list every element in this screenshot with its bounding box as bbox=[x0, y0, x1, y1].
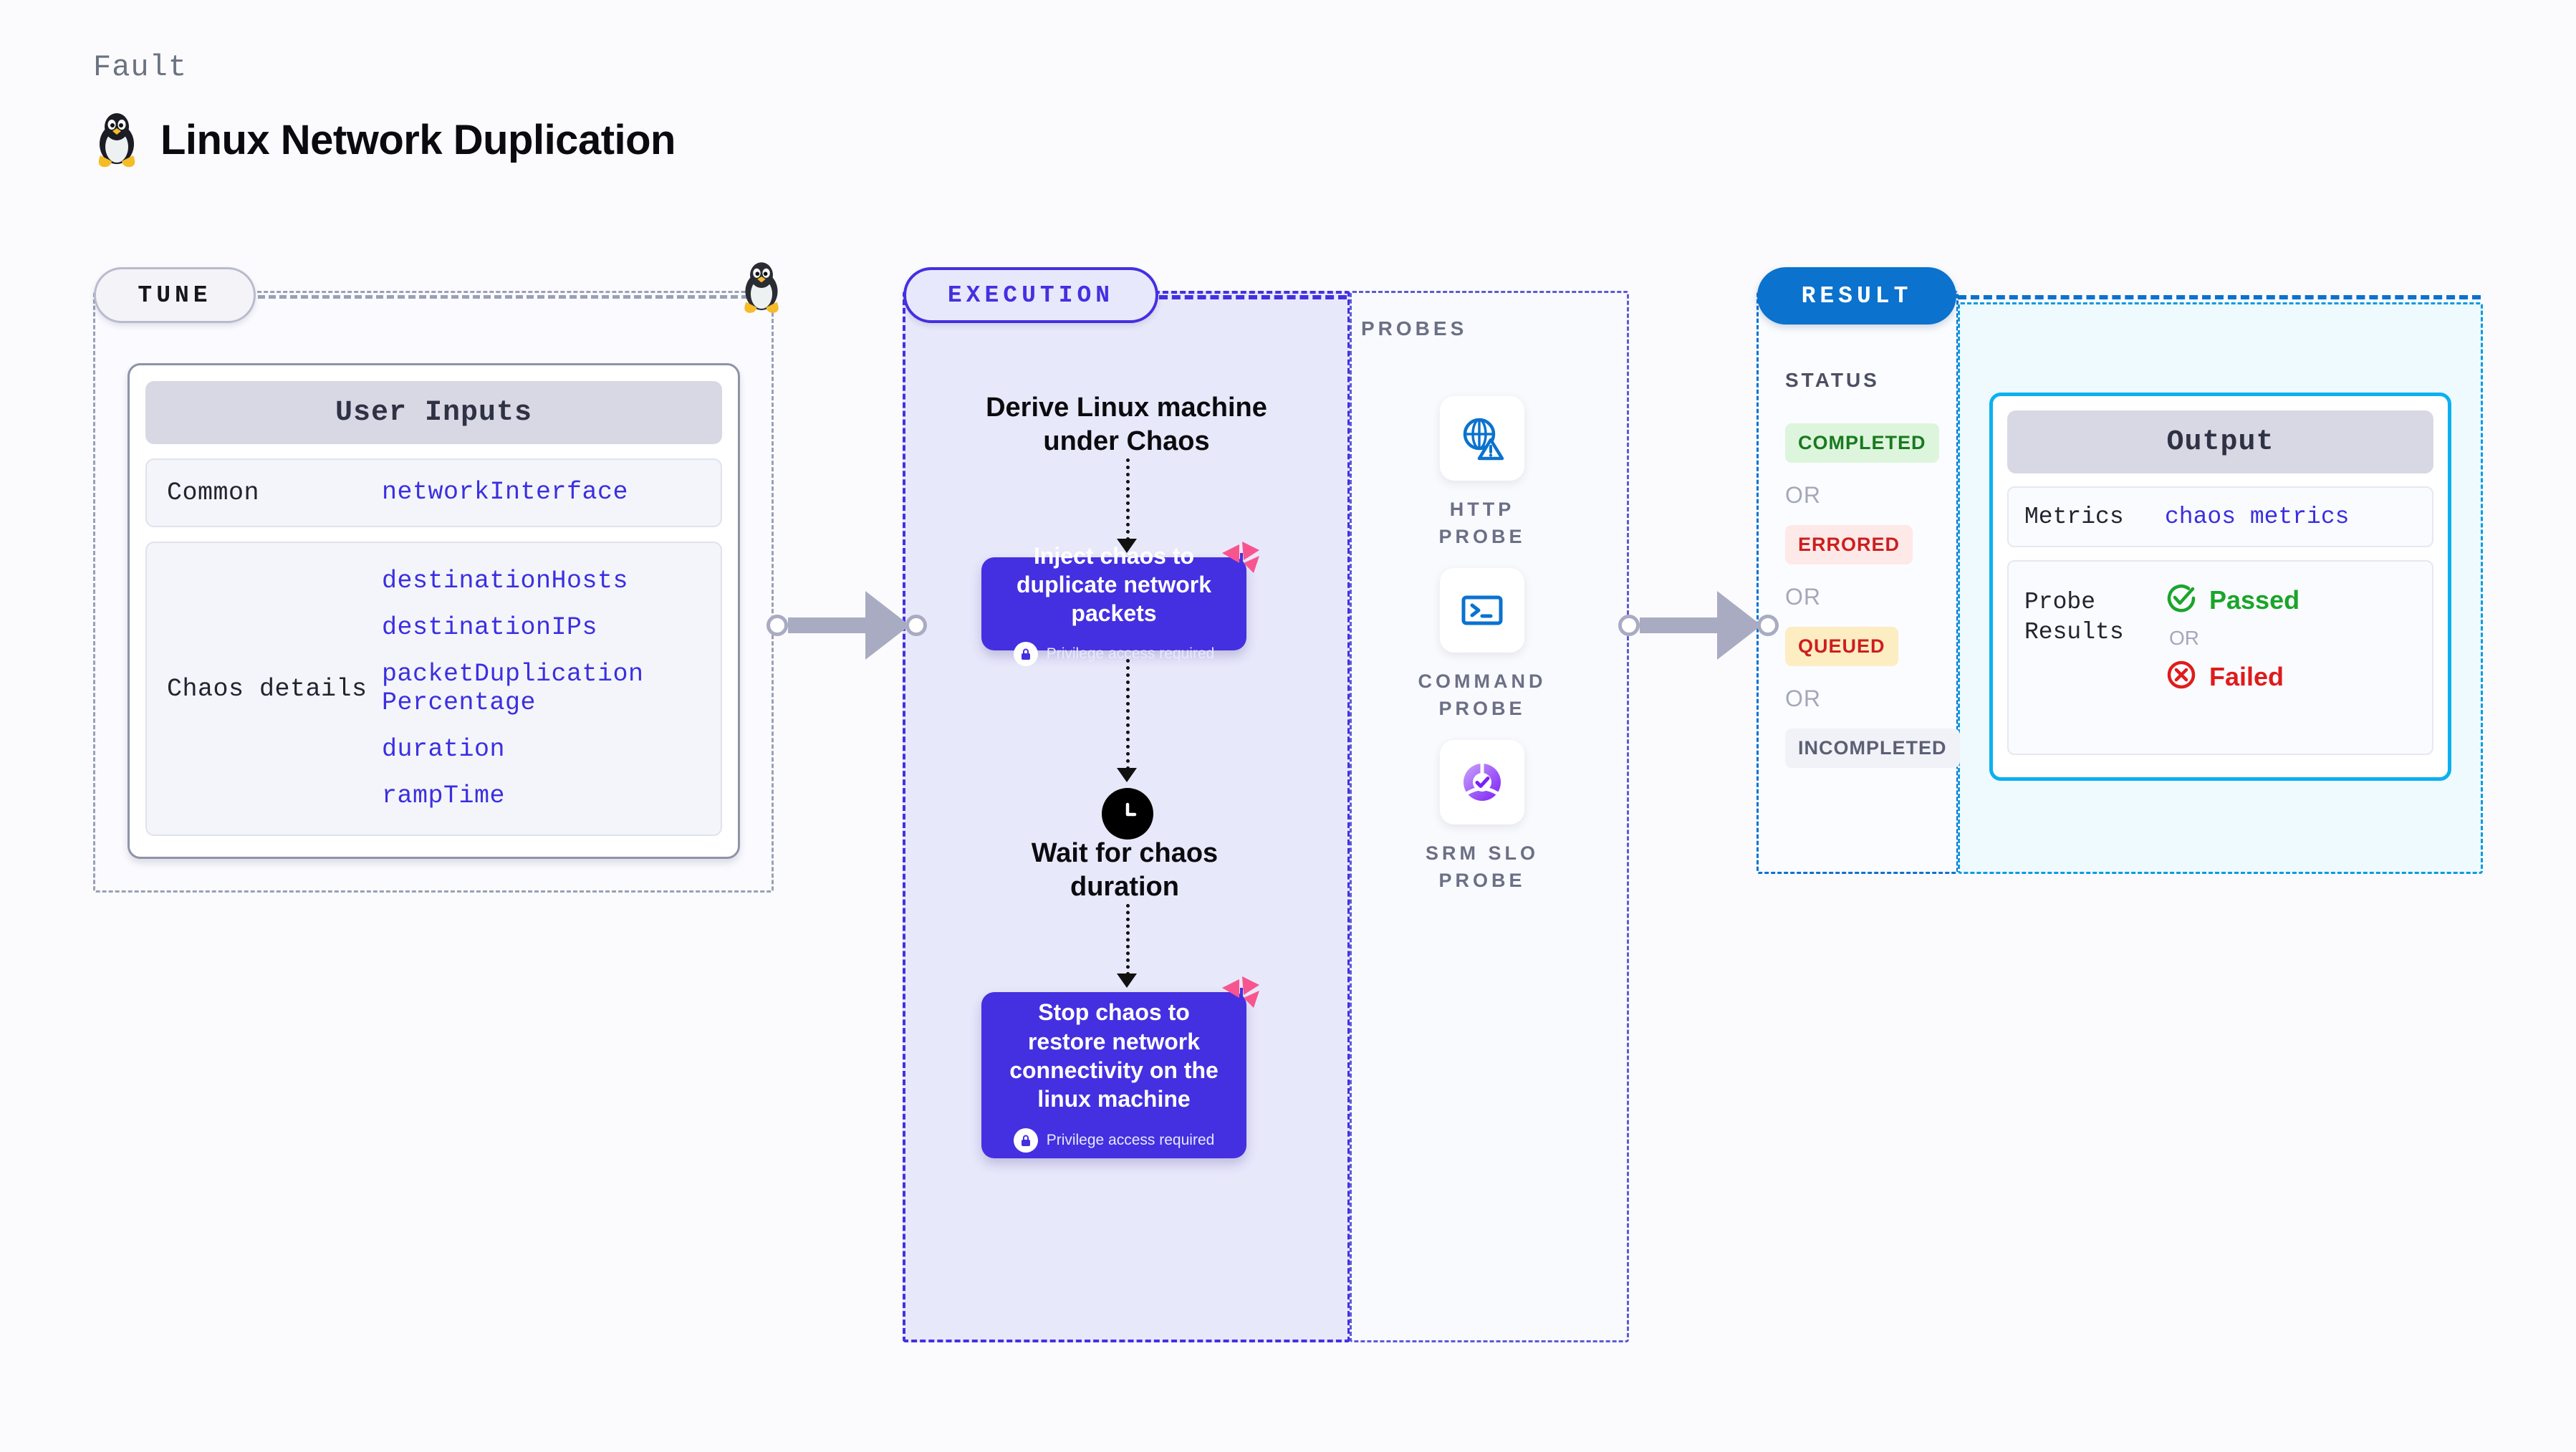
flow-connector-3 bbox=[1126, 904, 1130, 976]
litmus-logo-icon bbox=[1218, 973, 1262, 1020]
probe-http[interactable]: HTTP PROBE bbox=[1418, 396, 1547, 551]
flow-arrow-1 bbox=[1117, 539, 1137, 553]
tune-row-values: networkInterface bbox=[382, 479, 628, 506]
connector-tune-to-execution bbox=[766, 591, 927, 660]
tune-value[interactable]: destinationIPs bbox=[382, 613, 598, 643]
page-kicker: Fault bbox=[93, 50, 188, 85]
connector-bar bbox=[788, 617, 867, 633]
tune-value[interactable]: destinationHosts bbox=[382, 567, 629, 595]
status-label: STATUS bbox=[1785, 369, 1880, 391]
tune-value[interactable]: packetDuplicationPercentage bbox=[382, 660, 644, 717]
tune-value[interactable]: rampTime bbox=[382, 781, 506, 810]
inject-chaos-title: Inject chaos to duplicate network packet… bbox=[1016, 542, 1212, 627]
tune-row-values: destinationHosts destinationIPs packetDu… bbox=[382, 567, 658, 810]
linux-tux-icon bbox=[93, 111, 140, 168]
page-title-row: Linux Network Duplication bbox=[93, 111, 676, 168]
tune-pill[interactable]: TUNE bbox=[94, 267, 256, 323]
stop-chaos-title: Stop chaos to restore network connectivi… bbox=[1009, 999, 1219, 1112]
user-inputs-title: User Inputs bbox=[145, 381, 722, 444]
srm-slo-icon bbox=[1440, 740, 1524, 824]
connector-arrowhead bbox=[865, 591, 910, 660]
tune-row-chaos-details: Chaos details destinationHosts destinati… bbox=[145, 542, 722, 837]
linux-tux-icon bbox=[739, 260, 784, 318]
connector-end-dot bbox=[905, 615, 927, 636]
probe-name: SRM SLO PROBE bbox=[1425, 842, 1539, 891]
or-separator: OR bbox=[1785, 482, 1821, 508]
execution-step-title: Derive Linux machine under Chaos bbox=[986, 393, 1267, 456]
exec-header-line bbox=[1159, 295, 1347, 299]
globe-warning-icon bbox=[1440, 396, 1524, 481]
clock-icon bbox=[1102, 788, 1153, 840]
probe-command[interactable]: COMMAND PROBE bbox=[1418, 568, 1547, 723]
status-badge-queued: QUEUED bbox=[1785, 627, 1898, 666]
probe-result-failed: Failed bbox=[2165, 658, 2299, 695]
connector-start-dot bbox=[766, 615, 788, 636]
flow-arrow-2 bbox=[1117, 768, 1137, 782]
user-inputs-card: User Inputs Common networkInterface Chao… bbox=[128, 363, 740, 859]
execution-pill[interactable]: EXECUTION bbox=[903, 267, 1158, 323]
tune-value[interactable]: networkInterface bbox=[382, 478, 629, 507]
x-circle-icon bbox=[2165, 658, 2198, 695]
flow-connector-1 bbox=[1126, 458, 1130, 541]
wait-step-title: Wait for chaos duration bbox=[1031, 838, 1219, 902]
output-card: Output Metrics chaos metrics Probe Resul… bbox=[1989, 393, 2451, 781]
lock-icon bbox=[1013, 1128, 1038, 1153]
probes-label: PROBES bbox=[1361, 317, 1468, 340]
passed-label: Passed bbox=[2209, 585, 2300, 615]
probe-result-passed: Passed bbox=[2165, 582, 2299, 618]
or-separator: OR bbox=[1785, 686, 1821, 711]
tune-row-common: Common networkInterface bbox=[145, 458, 722, 527]
output-row-metrics: Metrics chaos metrics bbox=[2007, 486, 2433, 548]
check-circle-icon bbox=[2165, 582, 2198, 618]
output-row-probe-results: Probe Results Passed OR bbox=[2007, 560, 2433, 756]
privilege-note: Privilege access required bbox=[1013, 1128, 1215, 1153]
probe-result-values: Passed OR Failed bbox=[2165, 582, 2299, 695]
tune-header-line bbox=[258, 295, 759, 299]
connector-bar bbox=[1640, 617, 1719, 633]
flow-connector-2 bbox=[1126, 659, 1130, 770]
status-badge-incompleted: INCOMPLETED bbox=[1785, 729, 1960, 768]
privilege-note-text: Privilege access required bbox=[1046, 645, 1215, 663]
or-separator: OR bbox=[1785, 584, 1821, 610]
page-title: Linux Network Duplication bbox=[160, 116, 676, 163]
inject-chaos-card[interactable]: Inject chaos to duplicate network packet… bbox=[981, 542, 1259, 667]
or-separator: OR bbox=[2169, 627, 2199, 650]
result-pill[interactable]: RESULT bbox=[1757, 267, 1956, 324]
probe-srm-slo[interactable]: SRM SLO PROBE bbox=[1418, 740, 1547, 895]
probe-name: COMMAND PROBE bbox=[1418, 670, 1547, 719]
flow-arrow-3 bbox=[1117, 973, 1137, 988]
connector-arrowhead bbox=[1717, 591, 1762, 660]
privilege-note-text: Privilege access required bbox=[1046, 1131, 1215, 1148]
probe-name: HTTP PROBE bbox=[1438, 499, 1526, 547]
litmus-logo-icon bbox=[1218, 539, 1262, 585]
output-row-key: Probe Results bbox=[2024, 589, 2124, 645]
tune-value[interactable]: duration bbox=[382, 734, 506, 764]
result-header-line bbox=[1958, 295, 2481, 299]
tune-row-key: Chaos details bbox=[167, 674, 367, 703]
tune-row-key: Common bbox=[167, 479, 260, 507]
lock-icon bbox=[1013, 642, 1038, 667]
status-badge-errored: ERRORED bbox=[1785, 525, 1913, 564]
connector-start-dot bbox=[1618, 615, 1640, 636]
privilege-note: Privilege access required bbox=[1013, 642, 1215, 667]
output-card-title: Output bbox=[2007, 410, 2433, 473]
output-row-key: Metrics bbox=[2024, 504, 2124, 530]
connector-probes-to-result bbox=[1618, 591, 1779, 660]
status-badge-completed: COMPLETED bbox=[1785, 423, 1939, 463]
output-row-value[interactable]: chaos metrics bbox=[2165, 504, 2350, 531]
failed-label: Failed bbox=[2209, 661, 2284, 691]
connector-end-dot bbox=[1757, 615, 1779, 636]
terminal-icon bbox=[1440, 568, 1524, 653]
stop-chaos-card[interactable]: Stop chaos to restore network connectivi… bbox=[981, 976, 1259, 1158]
